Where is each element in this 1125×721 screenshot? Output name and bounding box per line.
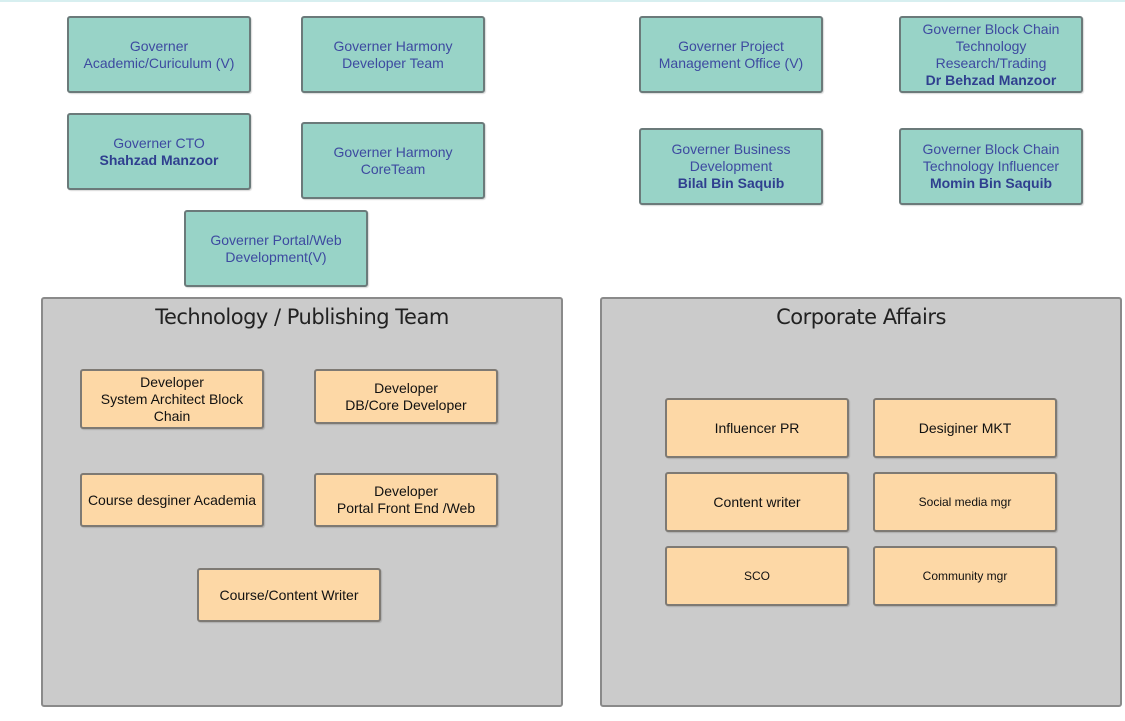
role-architect-box[interactable]: Developer System Architect Block Chain xyxy=(80,369,264,429)
role-sco-label: SCO xyxy=(743,568,770,583)
governor-pmo-line-2: Management Office (V) xyxy=(658,54,804,71)
governor-business-dev-line-1: Governer Business xyxy=(671,141,791,157)
role-db-developer-line-1: Developer xyxy=(374,379,438,396)
role-db-developer-box[interactable]: Developer DB/Core Developer xyxy=(314,369,498,424)
governor-pmo-line-1: Governer Project xyxy=(678,37,784,54)
role-db-developer-line-2: DB/Core Developer xyxy=(345,396,467,413)
role-sco-box[interactable]: SCO xyxy=(665,546,849,606)
governor-portal-line-1: Governer Portal/Web xyxy=(210,231,342,248)
role-content-writer-box[interactable]: Course/Content Writer xyxy=(197,568,381,622)
role-community-label: Community mgr xyxy=(922,568,1008,583)
governor-portal-line-2: Development(V) xyxy=(225,248,327,265)
role-architect-line-1: Developer xyxy=(140,373,204,390)
top-border-line xyxy=(0,0,1125,2)
governor-cto-line-1: Governer CTO xyxy=(113,134,205,151)
governor-business-dev-line-2: Development xyxy=(689,158,773,174)
governor-blockchain-research-person: Dr Behzad Manzoor xyxy=(925,71,1057,88)
role-social-media-label: Social media mgr xyxy=(918,494,1012,509)
role-architect-line-3: Chain xyxy=(153,407,191,424)
role-course-designer-label: Course desginer Academia xyxy=(87,491,257,508)
role-architect-line-2: System Architect Block xyxy=(100,390,244,407)
role-portal-developer-box[interactable]: Developer Portal Front End /Web xyxy=(314,473,498,527)
role-corporate-content-writer-label: Content writer xyxy=(713,493,801,510)
role-corporate-content-writer-box[interactable]: Content writer xyxy=(665,472,849,532)
role-course-designer-box[interactable]: Course desginer Academia xyxy=(80,473,264,527)
governor-harmony-dev-line-1: Governer Harmony xyxy=(333,37,453,54)
role-social-media-box[interactable]: Social media mgr xyxy=(873,472,1057,532)
role-community-box[interactable]: Community mgr xyxy=(873,546,1057,606)
governor-harmony-dev-box[interactable]: Governer Harmony Developer Team xyxy=(301,16,485,93)
governor-cto-box[interactable]: Governer CTO Shahzad Manzoor xyxy=(67,113,251,190)
governor-harmony-core-box[interactable]: Governer Harmony CoreTeam xyxy=(301,122,485,199)
governor-business-dev-person: Bilal Bin Saquib xyxy=(677,175,785,191)
governor-harmony-dev-line-2: Developer Team xyxy=(342,54,444,71)
governor-blockchain-research-box[interactable]: Governer Block Chain Technology Research… xyxy=(899,16,1083,93)
governor-blockchain-research-line-3: Research/Trading xyxy=(935,54,1047,71)
governor-harmony-core-line-1: Governer Harmony xyxy=(333,143,453,160)
role-designer-mkt-box[interactable]: Desiginer MKT xyxy=(873,398,1057,458)
tech-team-title: Technology / Publishing Team xyxy=(155,305,449,329)
governor-blockchain-influencer-person: Momin Bin Saquib xyxy=(929,175,1053,191)
corporate-affairs-title: Corporate Affairs xyxy=(776,305,946,329)
governor-blockchain-influencer-line-2: Technology Influencer xyxy=(922,158,1060,174)
role-influencer-pr-label: Influencer PR xyxy=(714,419,800,436)
governor-blockchain-influencer-line-1: Governer Block Chain xyxy=(922,141,1060,157)
role-portal-developer-line-2: Portal Front End /Web xyxy=(336,500,476,516)
governor-academic-box[interactable]: Governer Academic/Curiculum (V) xyxy=(67,16,251,93)
governor-blockchain-research-line-2: Technology xyxy=(955,37,1027,54)
governor-harmony-core-line-2: CoreTeam xyxy=(360,160,426,177)
governor-portal-box[interactable]: Governer Portal/Web Development(V) xyxy=(184,210,368,287)
governor-business-dev-box[interactable]: Governer Business Development Bilal Bin … xyxy=(639,128,823,205)
governor-blockchain-influencer-box[interactable]: Governer Block Chain Technology Influenc… xyxy=(899,128,1083,205)
role-influencer-pr-box[interactable]: Influencer PR xyxy=(665,398,849,458)
governor-academic-line-1: Governer xyxy=(129,37,189,54)
governor-pmo-box[interactable]: Governer Project Management Office (V) xyxy=(639,16,823,93)
role-portal-developer-line-1: Developer xyxy=(374,483,438,499)
governor-cto-person: Shahzad Manzoor xyxy=(99,151,219,168)
role-content-writer-label: Course/Content Writer xyxy=(219,586,359,603)
governor-academic-line-2: Academic/Curiculum (V) xyxy=(83,54,235,71)
governor-blockchain-research-line-1: Governer Block Chain xyxy=(922,20,1060,37)
role-designer-mkt-label: Desiginer MKT xyxy=(918,419,1012,436)
